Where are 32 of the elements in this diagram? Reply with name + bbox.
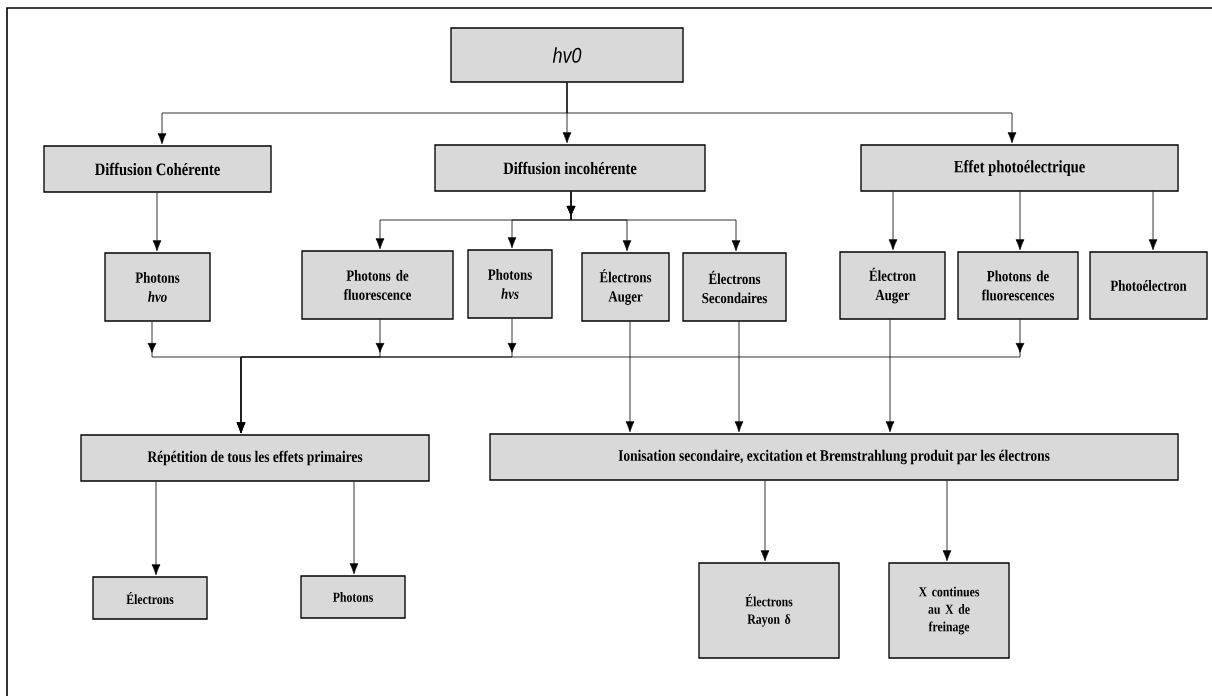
process-box: X continues au X de freinage: [888, 562, 1010, 659]
process-box: Électrons Secondaires: [682, 252, 787, 322]
arrow: [888, 191, 898, 251]
arrow: [885, 319, 895, 433]
arrow: [236, 319, 1025, 434]
process-box: Électrons Auger: [581, 252, 670, 322]
process-box: Photons hvo: [104, 252, 211, 322]
process-box: Répétition de tous les effets primaires: [80, 434, 430, 482]
process-box: Photoélectron: [1089, 251, 1208, 320]
process-box: Électron Auger: [839, 251, 946, 320]
process-box: Photons hvs: [467, 249, 553, 319]
arrow: [1015, 191, 1025, 251]
arrow: [1148, 191, 1158, 251]
arrow: [152, 192, 162, 252]
process-box: Photons de fluorescences: [957, 251, 1079, 320]
process-box: Photons de fluorescence: [301, 250, 454, 320]
arrow: [760, 480, 770, 562]
arrow: [566, 82, 1017, 144]
title-box: hv0: [450, 27, 684, 83]
process-box: Diffusion incohérente: [434, 144, 706, 192]
arrow: [349, 481, 359, 575]
process-box: Électrons: [92, 576, 208, 620]
process-box: Photons: [300, 575, 406, 619]
arrow: [151, 481, 161, 576]
process-box: Ionisation secondaire, excitation et Bremstrahlung produit par les électrons: [489, 433, 1179, 481]
arrow: [942, 480, 952, 562]
arrow: [625, 321, 635, 433]
arrow: [734, 321, 744, 433]
process-box: Effet photoélectrique: [860, 144, 1179, 192]
arrow: [566, 191, 741, 252]
process-box: Électrons Rayon δ: [698, 562, 840, 659]
process-box: Diffusion Cohérente: [43, 145, 272, 193]
